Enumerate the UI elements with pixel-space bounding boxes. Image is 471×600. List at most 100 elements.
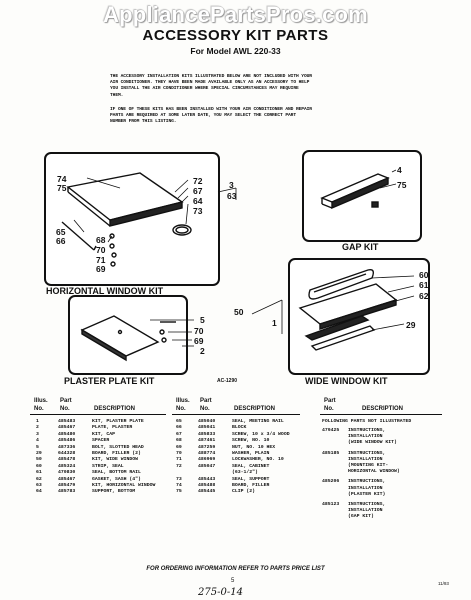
illus-number: 61: [36, 470, 42, 476]
callout-74: 74: [57, 174, 67, 184]
col2-header-part: Part: [200, 398, 212, 404]
col2-header-no2: No.: [200, 406, 210, 412]
paragraph-repair: IF ONE OF THESE KITS HAS BEEN INSTALLED …: [110, 107, 312, 125]
handwritten-note: 275-0-14: [198, 587, 243, 598]
illus-number: 70: [176, 451, 182, 456]
part-number: 485445: [198, 489, 216, 495]
part-number: 470830: [58, 470, 76, 476]
part-number: 485480: [58, 431, 76, 437]
paragraph-intro: THE ACCESSORY INSTALLATION KITS ILLUSTRA…: [110, 74, 312, 98]
callout-75b: 75: [397, 180, 407, 190]
part-number: 485467: [58, 476, 76, 482]
col1-header-illus: Illus.: [34, 398, 48, 404]
part-number: 485486: [58, 438, 76, 444]
illus-number: 1: [36, 419, 39, 424]
illus-number: 29: [36, 451, 42, 456]
illus-number: 3: [36, 431, 39, 437]
callout-4: 4: [397, 165, 402, 175]
part-number: 479425: [322, 428, 340, 433]
part-description: BOARD, FILLER (2): [92, 451, 141, 456]
part-description: INSTALLATION: [348, 485, 383, 491]
callout-66: 66: [56, 236, 66, 246]
illus-number: 72: [176, 463, 182, 469]
part-description: (MOUNTING KIT-: [348, 463, 389, 468]
part-number: 485479: [58, 483, 76, 488]
callout-64: 64: [193, 196, 203, 206]
part-number: 485443: [198, 476, 216, 482]
part-number: 487259: [198, 444, 216, 450]
illus-number: 71: [176, 457, 182, 463]
part-number: 485478: [58, 457, 76, 463]
part-description: (63-1/2"): [232, 470, 258, 476]
callout-3: 3: [229, 180, 234, 190]
part-number: 485488: [198, 483, 216, 488]
model-subtitle: For Model AWL 220-33: [190, 46, 281, 56]
part-description: KIT, CAP: [92, 431, 116, 437]
illus-number: 63: [36, 483, 42, 488]
col2-header-no: No.: [176, 406, 186, 412]
wide-window-drawing: [298, 268, 398, 351]
part-description: CLIP (2): [232, 489, 256, 495]
illus-number: 60: [36, 463, 42, 469]
part-description: SCREW, 10 x 3/4 WOOD: [232, 431, 290, 437]
col1-rule: [30, 414, 166, 415]
callout-72: 72: [193, 176, 203, 186]
callout-65: 65: [56, 227, 66, 237]
horizontal-kit-drawing: [61, 172, 192, 267]
part-description: (WIDE WINDOW KIT): [348, 440, 397, 446]
diagram-code: AC-1290: [217, 378, 238, 384]
part-description: INSTALLATION: [348, 508, 383, 514]
part-description: SEAL, MEETING RAIL: [232, 419, 284, 424]
callout-69: 69: [96, 264, 106, 274]
part-number: 485324: [58, 463, 76, 469]
kit-illustrations: [61, 169, 415, 362]
part-number: 485783: [58, 489, 76, 495]
part-number: 485483: [58, 419, 76, 424]
illus-number: 66: [176, 425, 182, 431]
gap-kit-drawing: [320, 173, 390, 210]
part-description: (PLASTER KIT): [348, 491, 386, 497]
part-description: WASHER, PLAIN: [232, 451, 270, 456]
part-number: 644328: [58, 451, 76, 456]
illus-number: 74: [176, 483, 182, 488]
callout-1: 1: [272, 318, 277, 328]
watermark: AppliancePartsPros.com: [103, 2, 368, 27]
col1-header-no: No.: [34, 406, 44, 412]
illus-number: 69: [176, 444, 182, 450]
illus-number: 67: [176, 431, 182, 437]
part-description: INSTRUCTIONS,: [348, 479, 386, 485]
part-description: BOLT, SLOTTED HEAD: [92, 444, 144, 450]
part-description: BLOCK: [232, 425, 247, 431]
part-number: 487461: [198, 438, 216, 444]
part-description: SCREW, NO. 10: [232, 438, 270, 444]
not-illustrated-title: FOLLOWING PARTS NOT ILLUSTRATED: [322, 419, 412, 424]
illus-number: 50: [36, 457, 42, 463]
part-number: 488774: [198, 451, 216, 456]
illus-number: 5: [36, 444, 39, 450]
part-description: KIT, HORIZONTAL WINDOW: [92, 483, 156, 488]
callout-2: 2: [200, 346, 205, 356]
part-description: GASKET, SASH (4"): [92, 476, 141, 482]
leader-lines: [73, 169, 415, 347]
parts-table: Illus. Part No. No. DESCRIPTION Illus. P…: [0, 398, 471, 558]
part-number: 486969: [198, 457, 216, 463]
part-description: SPACER: [92, 438, 110, 444]
col1-header-part: Part: [60, 398, 72, 404]
part-description: STRIP, SEAL: [92, 463, 124, 469]
col2-header-desc: DESCRIPTION: [234, 406, 276, 412]
part-description: INSTRUCTIONS,: [348, 502, 386, 507]
part-number: 485047: [198, 463, 216, 469]
col2-header-illus: Illus.: [176, 398, 190, 404]
part-description: KIT, WIDE WINDOW: [92, 457, 139, 463]
page-title: ACCESSORY KIT PARTS: [142, 27, 329, 44]
part-number: 485040: [198, 419, 216, 424]
col1-header-desc: DESCRIPTION: [94, 406, 136, 412]
part-description: LOCKWASHER, NO. 10: [232, 457, 284, 463]
plaster-plate-drawing: [80, 315, 176, 362]
gap-kit-label: GAP KIT: [342, 242, 379, 252]
callout-71: 71: [96, 255, 106, 265]
part-number: 485123: [322, 502, 340, 507]
part-number: 485833: [198, 431, 216, 437]
col2-rule: [172, 414, 300, 415]
part-description: PLATE, PLASTER: [92, 425, 133, 431]
